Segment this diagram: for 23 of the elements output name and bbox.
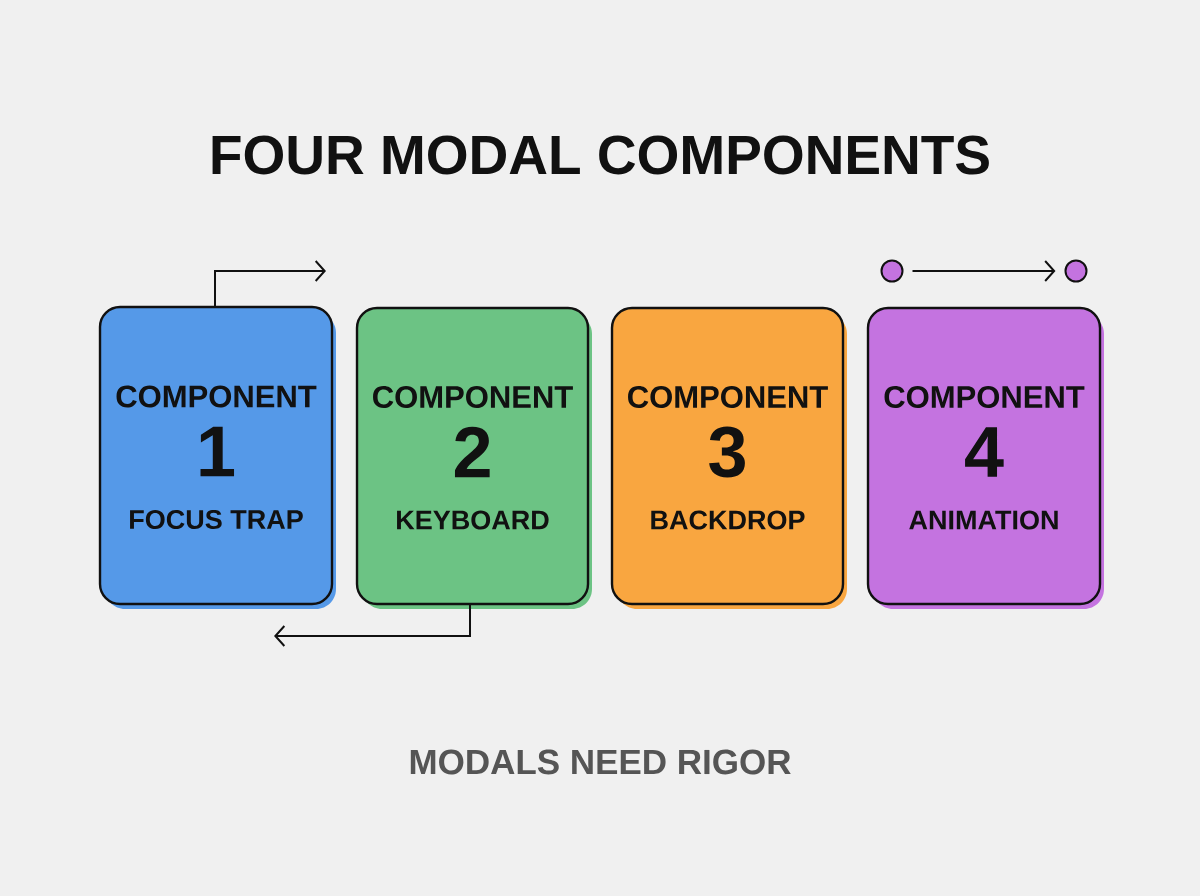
arrow: [911, 260, 1056, 282]
component-number: 1: [200, 426, 235, 477]
title: FOUR MODAL COMPONENTS: [212, 135, 989, 175]
component-number: 4: [965, 427, 1004, 477]
component-card: [355, 306, 592, 609]
card-label: ANIMATION: [909, 510, 1058, 530]
card-heading: COMPONENT: [628, 386, 828, 408]
component-number: 3: [709, 426, 745, 478]
caption: MODALS NEED RIGOR: [410, 749, 791, 775]
component-card: [610, 306, 847, 609]
dot-marker: [1064, 259, 1088, 283]
arrow: [214, 260, 326, 308]
card-label: KEYBOARD: [397, 510, 549, 530]
arrow: [274, 603, 471, 647]
card-label: FOCUS TRAP: [130, 509, 303, 530]
card-heading: COMPONENT: [884, 386, 1085, 408]
card-heading: COMPONENT: [116, 385, 317, 408]
component-card: [98, 305, 336, 609]
component-number: 2: [455, 426, 490, 478]
dot-marker: [880, 259, 904, 283]
component-card: [866, 306, 1104, 609]
card-heading: COMPONENT: [373, 386, 573, 408]
card-label: BACKDROP: [651, 510, 805, 530]
